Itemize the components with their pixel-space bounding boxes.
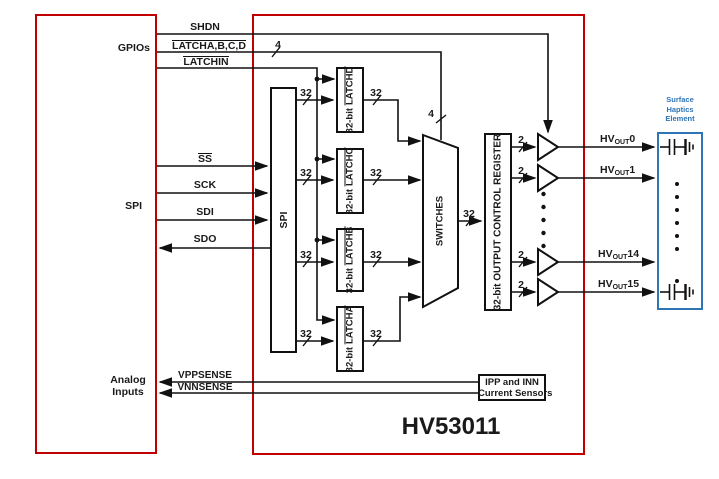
- hvout14-label: HVOUT14: [598, 248, 640, 261]
- host-controller-box: [35, 14, 157, 454]
- bus-width-32-out-b: 32: [370, 249, 382, 261]
- bus-width-32-spi-b: 32: [300, 249, 312, 261]
- latcha-block-label: 32-bitLATCHA: [344, 305, 356, 373]
- hvout0-label: HVOUT0: [600, 133, 636, 146]
- output-control-register-block: [484, 133, 512, 311]
- amp-icon-1: [537, 163, 560, 193]
- bus-slashes: [271, 46, 528, 347]
- hvout1-label: HVOUT1: [600, 164, 636, 177]
- hvout15-label: HVOUT15: [598, 278, 640, 291]
- junction-dots: [314, 76, 320, 243]
- capacitor-icon-bottom: [660, 284, 694, 300]
- signal-vnnsense: VNNSENSE: [177, 382, 233, 393]
- signal-latch-abcd: LATCHA,B,C,D: [172, 40, 246, 52]
- ellipsis-dots-amps: [541, 191, 546, 249]
- wires: [157, 33, 656, 398]
- current-sensors-block: [478, 374, 546, 401]
- latcha-block: [336, 306, 364, 372]
- spi-block-label: SPI: [278, 211, 290, 229]
- bus-width-2-amp14: 2: [518, 249, 524, 261]
- hv53011-chip-box: [252, 14, 585, 455]
- latchc-block: [336, 148, 364, 214]
- signal-ss: SS: [197, 153, 212, 165]
- bus-width-32-spi-a: 32: [300, 328, 312, 340]
- spi-block: [270, 87, 297, 353]
- signal-sck: SCK: [193, 179, 217, 191]
- signal-latchin: LATCHIN: [183, 56, 229, 68]
- latchb-block: [336, 228, 364, 292]
- latchd-block: [336, 67, 364, 133]
- bus-width-32-out-a: 32: [370, 328, 382, 340]
- amplifier-icons: [537, 132, 560, 307]
- latchc-block-label: 32-bitLATCHC: [344, 147, 356, 215]
- bus-width-2-amp15: 2: [518, 279, 524, 291]
- current-sensors-label: IPP and INN Current Sensors: [478, 377, 553, 399]
- bus-width-32-out-c: 32: [370, 167, 382, 179]
- amp-icon-15: [537, 277, 560, 307]
- gpio-group-label: GPIOs: [117, 42, 150, 54]
- amp-icon-14: [537, 247, 560, 277]
- surface-haptics-element-box: [657, 132, 703, 310]
- signal-sdi: SDI: [196, 206, 214, 218]
- wire-shdn: [157, 33, 553, 134]
- ellipsis-dots-haptics: [675, 182, 679, 283]
- output-control-register-label: 32-bit OUTPUT CONTROL REGISTER: [492, 133, 504, 311]
- bus-width-4-b: 4: [428, 108, 434, 120]
- bus-width-32-spi-c: 32: [300, 167, 312, 179]
- bus-width-32-spi-d: 32: [300, 87, 312, 99]
- capacitor-icon-top: [660, 139, 694, 155]
- bus-width-2-amp0: 2: [518, 134, 524, 146]
- analog-inputs-label: Analog Inputs: [110, 374, 146, 398]
- bus-width-4-a: 4: [275, 39, 281, 51]
- signal-shdn: SHDN: [190, 21, 220, 33]
- latchd-block-label: 32-bitLATCHD: [344, 66, 356, 134]
- signal-vppsense: VPPSENSE: [178, 370, 232, 381]
- surface-haptics-element-label: Surface Haptics Element: [665, 95, 695, 123]
- signal-sdo: SDO: [193, 233, 217, 245]
- bus-width-2-amp1: 2: [518, 165, 524, 177]
- latchb-block-label: 32-bitLATCHB: [344, 226, 356, 294]
- chip-name: HV53011: [401, 413, 501, 440]
- wire-latch-abcd: [157, 51, 442, 140]
- bus-width-32-switches: 32: [463, 208, 475, 220]
- spi-group-label: SPI: [125, 200, 142, 212]
- amp-icon-0: [537, 132, 560, 162]
- switches-block-label: SWITCHES: [434, 195, 446, 247]
- wire-latchin: [157, 67, 336, 325]
- bus-width-32-out-d: 32: [370, 87, 382, 99]
- switches-block-shape: [422, 133, 459, 309]
